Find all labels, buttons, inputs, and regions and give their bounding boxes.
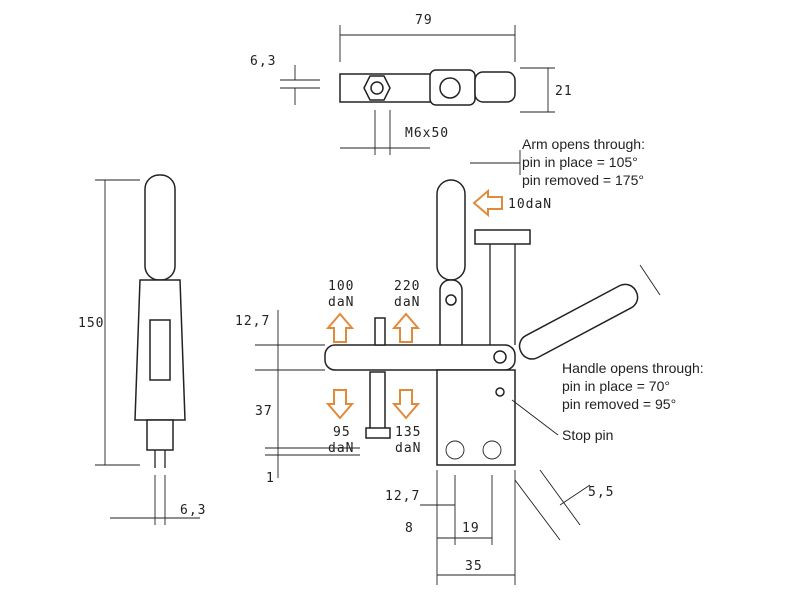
dim-hole-spacing: 19	[462, 521, 480, 536]
dim-base-offset: 12,7	[385, 489, 420, 504]
dim-top-thickness: 6,3	[250, 54, 276, 69]
dim-base-width: 35	[465, 559, 483, 574]
dim-bolt: M6x50	[405, 126, 449, 141]
side-view	[95, 174, 200, 525]
force-down-right-value: 135	[395, 425, 421, 440]
stop-pin-label: Stop pin	[562, 427, 613, 443]
arm-note-title: Arm opens through:	[522, 136, 645, 152]
force-up-right-value: 220	[394, 279, 420, 294]
force-down-left-unit: daN	[328, 441, 354, 456]
handle-note-pin-out: pin removed = 95°	[562, 396, 676, 412]
front-view	[255, 150, 661, 585]
force-arrows	[325, 188, 503, 420]
arrow-up-right-icon	[391, 312, 421, 343]
arrow-down-right-icon	[391, 389, 421, 420]
dim-bar-offset: 12,7	[235, 314, 270, 329]
top-view	[280, 25, 555, 155]
force-up-left-unit: daN	[328, 295, 354, 310]
dim-handle-width: 5,5	[588, 485, 614, 500]
handle-note-pin-in: pin in place = 70°	[562, 378, 670, 394]
dim-hole-offset: 8	[405, 521, 414, 536]
force-up-left-value: 100	[328, 279, 354, 294]
force-side: 10daN	[508, 197, 552, 212]
arrow-left-icon	[472, 188, 503, 218]
dim-spindle-height: 37	[255, 404, 273, 419]
dim-top-height: 21	[555, 84, 573, 99]
dim-top-width: 79	[415, 13, 433, 28]
arrow-down-left-icon	[325, 389, 355, 420]
arrow-up-left-icon	[325, 312, 355, 343]
arm-note-pin-out: pin removed = 175°	[522, 172, 644, 188]
arm-note-pin-in: pin in place = 105°	[522, 154, 638, 170]
handle-note-title: Handle opens through:	[562, 360, 704, 376]
force-down-left-value: 95	[333, 425, 351, 440]
force-up-right-unit: daN	[394, 295, 420, 310]
dim-side-thickness: 6,3	[180, 503, 206, 518]
dim-base-gap: 1	[266, 471, 275, 486]
dim-overall-height: 150	[78, 316, 104, 331]
force-down-right-unit: daN	[395, 441, 421, 456]
